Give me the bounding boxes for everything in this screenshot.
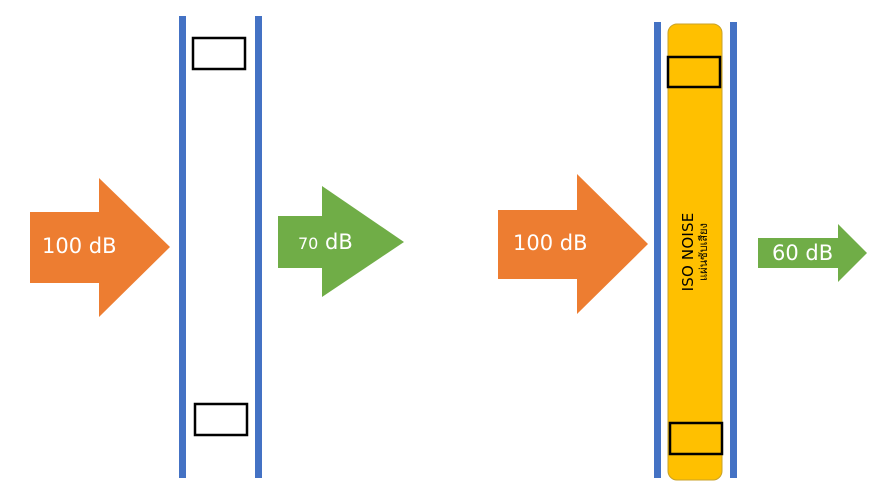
outgoing-level-number-left: 70 xyxy=(298,234,319,253)
outgoing-level-unit-left: dB xyxy=(318,230,353,254)
outgoing-sound-arrow-right xyxy=(758,224,867,282)
wall-panel-left-outer xyxy=(179,16,186,478)
wall-panel-left-inner xyxy=(255,16,262,478)
wall-panel-right-inner xyxy=(730,22,737,478)
outgoing-sound-arrow-left xyxy=(278,186,404,297)
insulation-subtitle: แผ่นซับเสียง xyxy=(697,223,710,281)
incoming-sound-arrow-right xyxy=(498,174,648,314)
stud-top-right xyxy=(666,55,722,89)
incoming-sound-arrow-left xyxy=(30,178,170,317)
outgoing-level-label-left: 70 dB xyxy=(298,229,353,257)
incoming-level-label-left: 100 dB xyxy=(42,234,117,258)
stud-top-left xyxy=(191,36,247,71)
incoming-level-label-right: 100 dB xyxy=(513,231,588,255)
stud-bottom-left xyxy=(193,402,249,437)
insulation-label: ISO NOISE แผ่นซับเสียง xyxy=(679,212,710,292)
insulation-panel xyxy=(667,23,723,481)
outgoing-level-label-right: 60 dB xyxy=(772,241,834,265)
wall-panel-right-outer xyxy=(654,22,661,478)
stud-bottom-right xyxy=(668,421,724,456)
insulation-title: ISO NOISE xyxy=(679,212,697,292)
